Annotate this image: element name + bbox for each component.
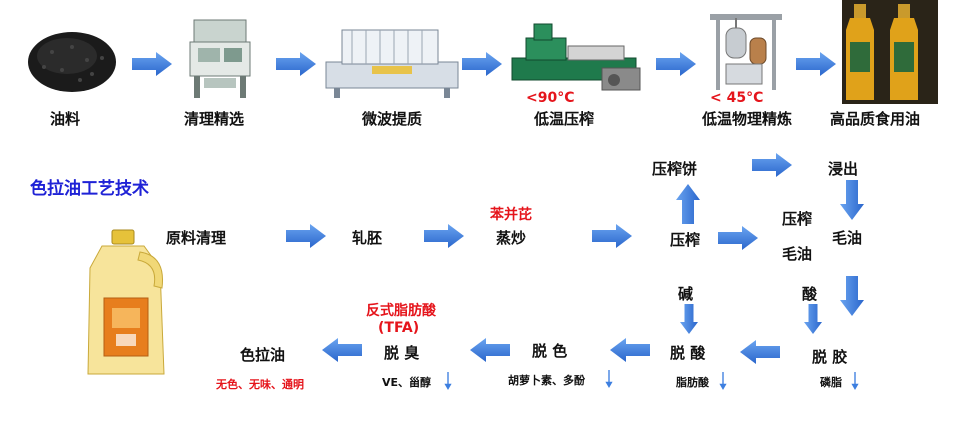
temp-press-label: <90°C [526, 90, 575, 106]
microwave-machine-image [325, 29, 459, 98]
right-arrow-icon [656, 52, 696, 76]
press-oil-line2: 毛油 [782, 245, 813, 263]
deodor-label: 脱 臭 [384, 344, 420, 362]
right-arrow-icon [286, 224, 326, 248]
up-arrow-icon [676, 184, 700, 224]
down-arrow-icon [840, 180, 864, 220]
step-cleaning-label: 清理精选 [184, 110, 245, 128]
right-arrow-icon [132, 52, 172, 76]
right-arrow-icon [424, 224, 464, 248]
alkali-label: 碱 [678, 285, 694, 303]
right-arrow-icon [752, 153, 792, 177]
press-machine-image [511, 23, 641, 91]
down-arrow-icon [850, 372, 860, 390]
down-arrow-icon [840, 276, 864, 316]
crude-oil-label: 毛油 [832, 229, 863, 247]
press-cake-label: 压榨饼 [652, 160, 698, 178]
left-arrow-icon [740, 340, 780, 364]
flaking-label: 轧胚 [352, 229, 383, 247]
left-arrow-icon [322, 338, 362, 362]
down-arrow-icon [718, 372, 728, 390]
right-arrow-icon [796, 52, 836, 76]
right-arrow-icon [592, 224, 632, 248]
decolor-label: 脱 色 [532, 342, 568, 360]
decolor-sub-label: 胡萝卜素、多酚 [508, 374, 585, 387]
step-edible-oil-label: 高品质食用油 [830, 110, 921, 128]
down-arrow-icon [804, 302, 822, 336]
down-arrow-icon [680, 302, 698, 336]
oilseed-image [28, 32, 116, 92]
pressing-label: 压榨 [670, 231, 701, 249]
leaching-label: 浸出 [828, 160, 859, 178]
step-microwave-label: 微波提质 [362, 110, 423, 128]
step-press-label: 低温压榨 [534, 110, 595, 128]
left-arrow-icon [470, 338, 510, 362]
degumming-label: 脱 胶 [812, 348, 848, 366]
deacid-sub-label: 脂肪酸 [676, 376, 709, 389]
temp-refine-label: < 45°C [710, 90, 764, 106]
acid-label: 酸 [802, 285, 818, 303]
oil-bottles-image [842, 0, 938, 104]
right-arrow-icon [276, 52, 316, 76]
steam-fry-label: 蒸炒 [496, 229, 527, 247]
salad-oil-label: 色拉油 [240, 346, 286, 364]
right-arrow-icon [718, 226, 758, 250]
raw-cleaning-label: 原料清理 [166, 229, 227, 247]
salad-oil-jug-image [87, 229, 165, 375]
tfa-label-line1: 反式脂肪酸 [366, 303, 436, 319]
cleaning-machine-image [189, 19, 251, 98]
salad-oil-sub-label: 无色、无味、通明 [216, 378, 304, 391]
step-refining-label: 低温物理精炼 [702, 110, 793, 128]
tfa-label-line2: (TFA) [378, 320, 420, 336]
refining-equipment-image [710, 14, 782, 90]
degumming-sub-label: 磷脂 [820, 376, 842, 389]
step-oilseed-label: 油料 [50, 110, 81, 128]
deodor-sub-label: VE、甾醇 [382, 376, 432, 389]
press-oil-line1: 压榨 [782, 210, 813, 228]
right-arrow-icon [462, 52, 502, 76]
left-arrow-icon [610, 338, 650, 362]
benzopyrene-label: 苯并芘 [490, 207, 532, 223]
down-arrow-icon [443, 372, 453, 390]
deacid-label: 脱 酸 [670, 344, 706, 362]
section-title: 色拉油工艺技术 [30, 179, 149, 199]
down-arrow-icon [604, 370, 614, 388]
